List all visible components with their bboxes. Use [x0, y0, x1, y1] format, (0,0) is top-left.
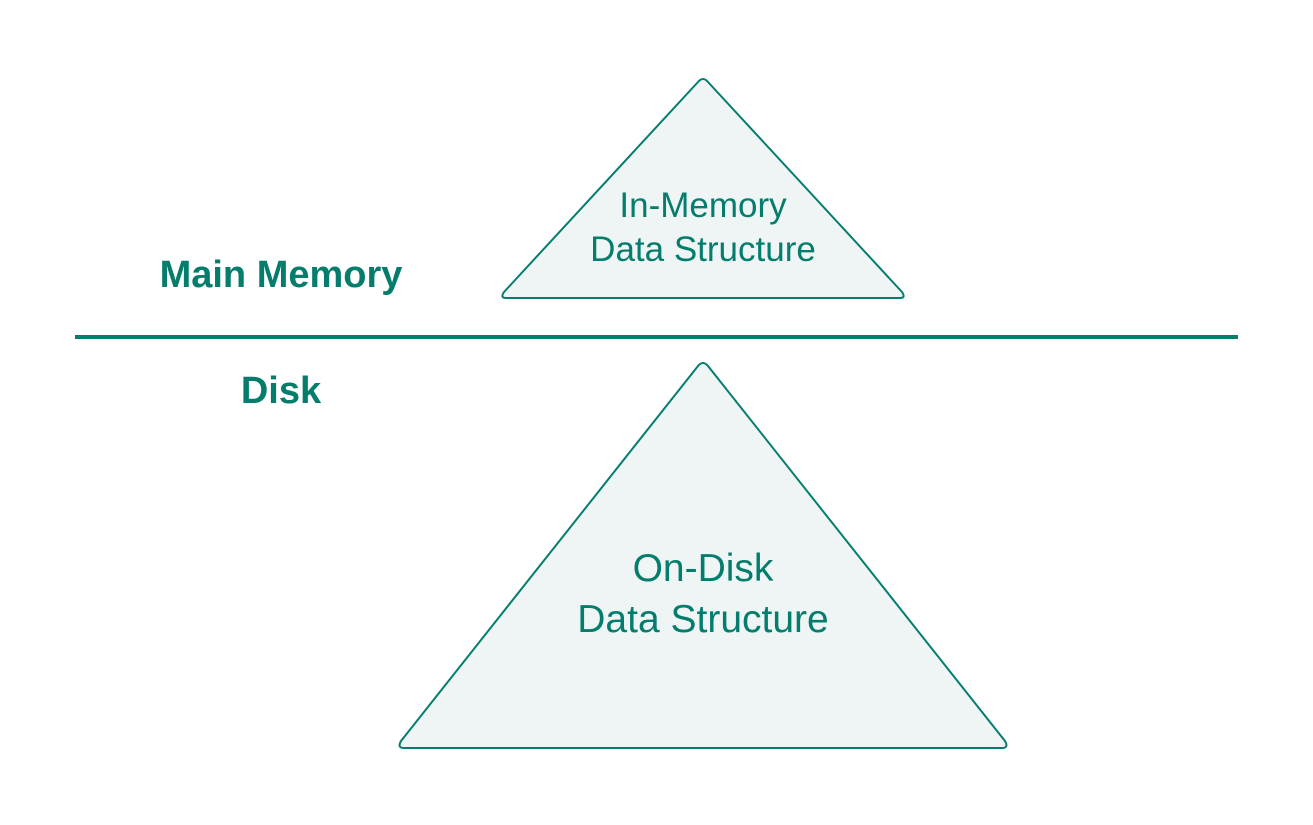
in-memory-triangle — [501, 78, 905, 299]
on-disk-structure: On-Disk Data Structure — [398, 362, 1008, 749]
in-memory-structure: In-Memory Data Structure — [501, 78, 905, 299]
on-disk-label-line2: Data Structure — [577, 598, 828, 641]
in-memory-label-line1: In-Memory — [619, 186, 787, 225]
in-memory-label-line2: Data Structure — [590, 230, 816, 269]
main-memory-label: Main Memory — [160, 254, 403, 296]
disk-label: Disk — [241, 370, 322, 412]
on-disk-label-line1: On-Disk — [633, 547, 774, 590]
on-disk-triangle — [398, 362, 1008, 749]
